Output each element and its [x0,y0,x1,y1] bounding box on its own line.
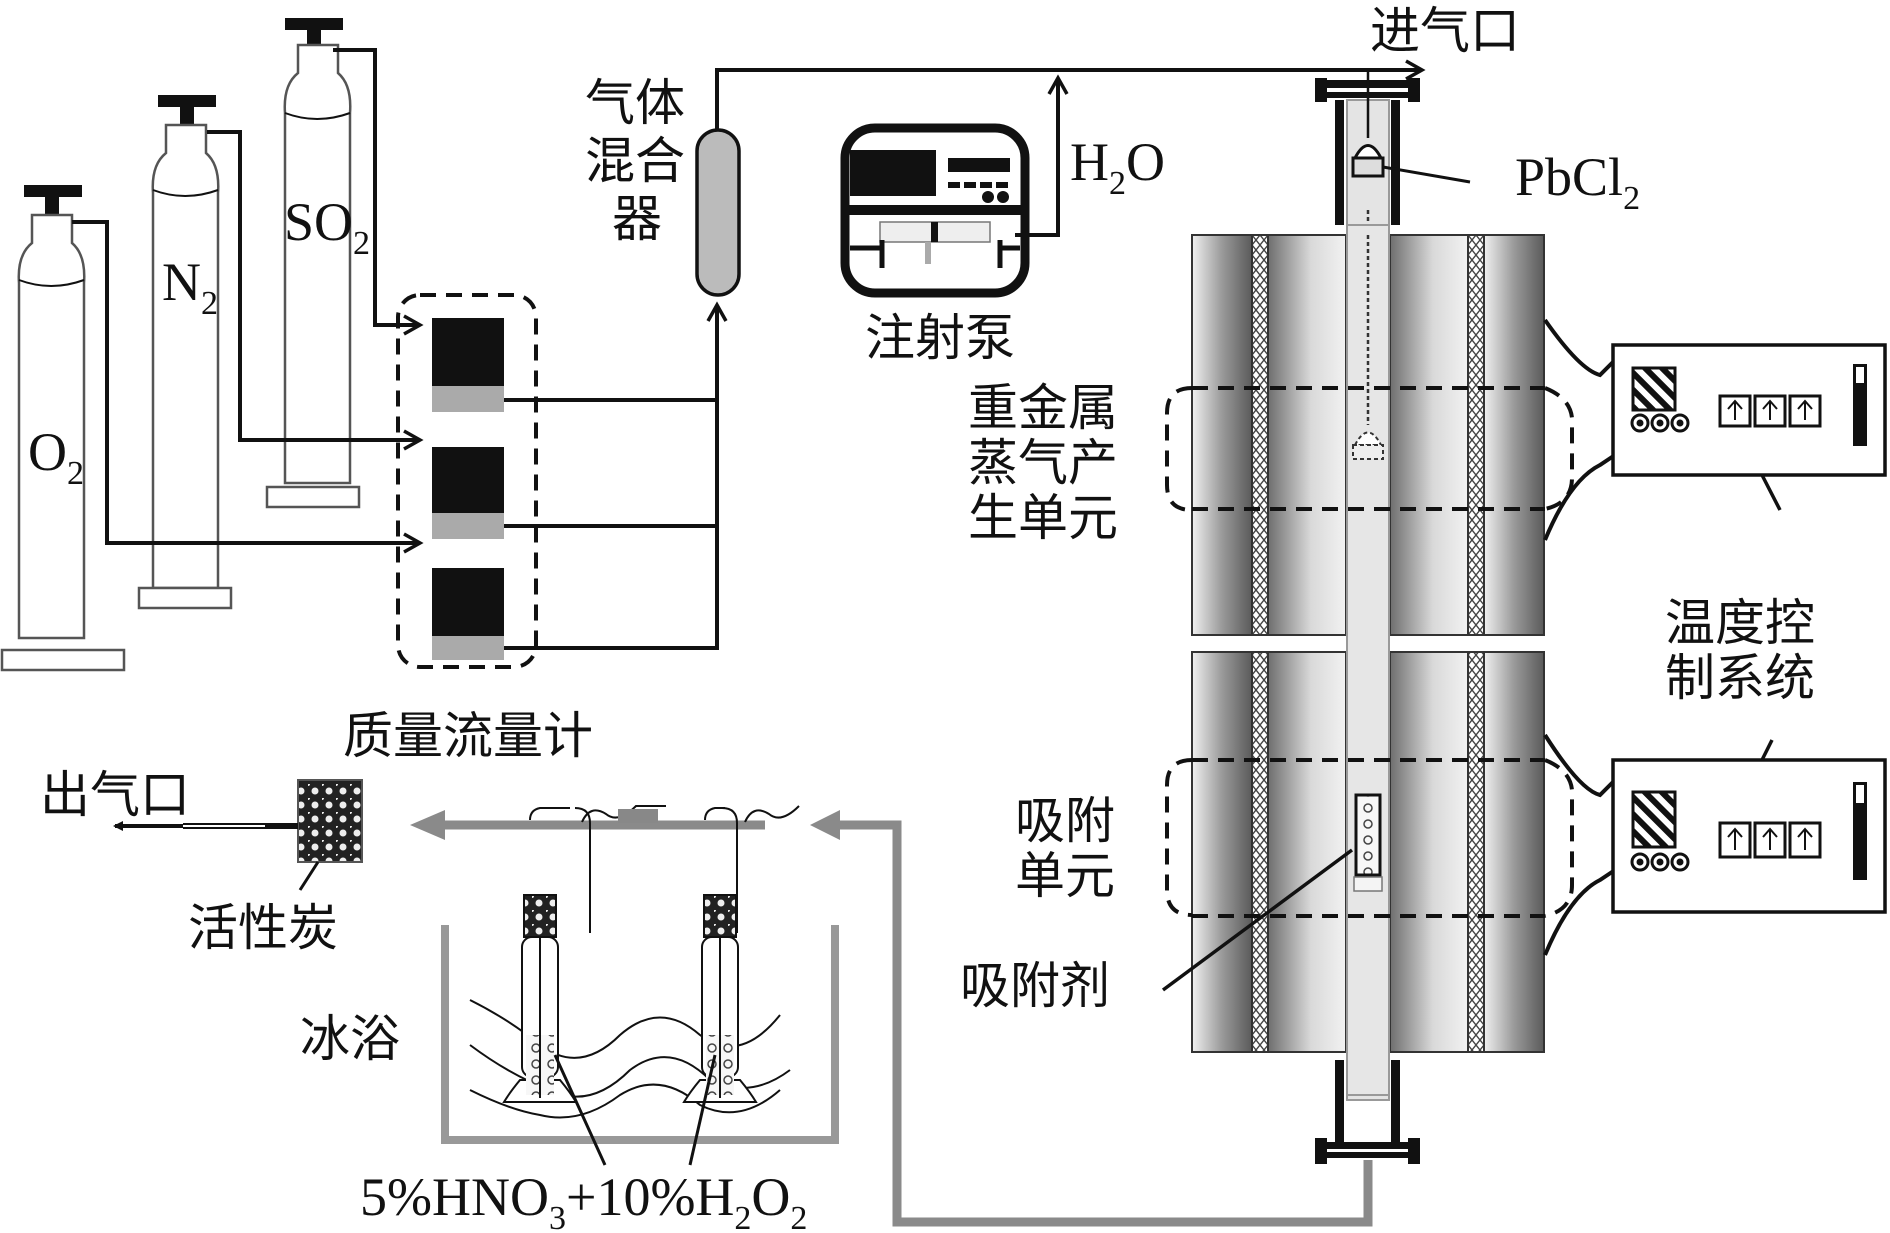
mass-flow-meter-label: 质量流量计 [343,707,593,765]
mass-flow-meters: 质量流量计 [343,293,593,765]
gas-lines [72,48,424,554]
exhaust-return-pipe [840,820,1373,1227]
bottom-flange [1315,1060,1420,1164]
adsorbent-label: 吸附剂 [960,957,1110,1015]
connector-tube [618,809,658,823]
adsorbent-leader [1161,848,1354,992]
gas-mixer-label-2: 混合 [585,132,685,190]
water-line [1015,74,1069,237]
temp-control-leader-lower [1760,739,1774,761]
absorption-bottle [502,805,666,1103]
furnace-heating-unit [1191,234,1545,636]
activated-carbon-filter: 活性炭 [188,779,363,957]
main-gas-line [715,59,1426,130]
furnace-adsorption-unit [1191,651,1545,1053]
cylinder-so2: SO2 [265,18,370,509]
adsorbent-bed [1354,793,1382,877]
pbcl2-label: PbCl2 [1515,147,1640,217]
mass-flow-meter [432,568,504,660]
n2-label: N2 [162,252,218,322]
temp-control-leader-upper [1760,474,1782,511]
adsorption-unit-label-1: 吸附 [1015,792,1115,850]
flow-arrow-icon [410,810,445,840]
activated-carbon-label: 活性炭 [188,899,338,957]
solution-leader [553,1054,717,1166]
o2-label: O2 [28,422,84,492]
heavy-metal-unit-label-2: 蒸气产 [968,434,1118,492]
mass-flow-meter [432,318,504,412]
cylinder-n2: N2 [137,95,233,610]
control-arrow-icon [1718,821,1752,859]
control-arrow-icon [1718,394,1752,428]
adsorption-unit-label-2: 单元 [1015,847,1115,905]
heavy-metal-unit-label-3: 生单元 [968,489,1118,547]
temp-control-label-1: 温度控 [1665,594,1815,652]
gas-mixer-label-1: 气体 [585,74,685,132]
control-arrow-icon [1753,821,1787,859]
so2-label: SO2 [284,192,370,262]
temp-control-label-2: 制系统 [1665,649,1815,707]
gas-outlet-label: 出气口 [40,766,190,824]
flow-arrow-icon [810,810,840,840]
gas-inlet-label: 进气口 [1370,2,1520,60]
collector-pipe [504,305,717,650]
absorbent-solution-label: 5%HNO3+10%H2O2 [360,1167,807,1233]
control-arrow-icon [1753,394,1787,428]
temperature-controller-lower [1543,733,1887,956]
gas-mixer-label-3: 器 [612,190,662,248]
cylinder-o2: O2 [0,185,126,672]
mass-flow-meter [432,447,504,539]
control-arrow-icon [1788,394,1822,428]
syringe-pump: 注射泵 [840,123,1030,367]
ice-bath-label: 冰浴 [300,1010,400,1068]
syringe-pump-label: 注射泵 [865,309,1015,367]
absorption-bottle [682,805,800,1103]
temperature-controller-upper [1543,318,1887,541]
water-label: H2O [1070,132,1165,202]
ice-bath: 冰浴 [300,925,839,1144]
tube-furnace: PbCl2 [1165,70,1640,1164]
control-arrow-icon [1788,821,1822,859]
heavy-metal-unit-label-1: 重金属 [968,379,1118,437]
